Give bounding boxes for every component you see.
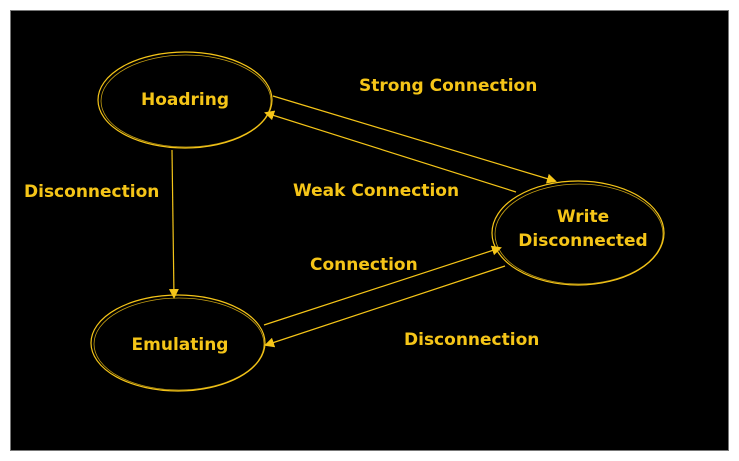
- edge-label-connection: Connection: [310, 255, 418, 275]
- node-hoadring-label: Hoadring: [140, 90, 230, 110]
- edge-strong-connection: [272, 95, 557, 184]
- node-write-disconnected-line2: Disconnected: [518, 231, 648, 251]
- edge-weak-connection: [264, 110, 517, 193]
- edge-label-strong-connection: Strong Connection: [359, 76, 538, 96]
- edge-connection: [263, 245, 502, 326]
- diagram-frame: [10, 10, 729, 451]
- edge-label-disconnection-left: Disconnection: [24, 182, 160, 202]
- node-emulating-label: Emulating: [131, 335, 229, 355]
- edge-disconnection-right: [264, 265, 506, 348]
- node-hoadring-shape: [97, 51, 273, 149]
- edge-disconnection-left: [168, 149, 179, 299]
- node-write-disconnected-shape: [491, 180, 665, 286]
- edge-label-disconnection-right: Disconnection: [404, 330, 540, 350]
- node-write-disconnected-line1: Write: [556, 207, 610, 227]
- node-write-disconnected-label: Write Disconnected: [508, 205, 658, 253]
- edge-label-weak-connection: Weak Connection: [293, 181, 460, 201]
